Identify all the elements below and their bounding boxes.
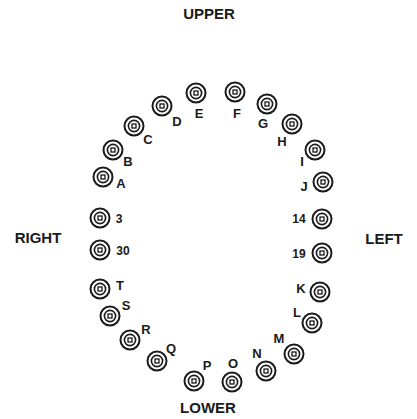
tooth-symbol	[257, 362, 276, 381]
tooth-letter: R	[141, 323, 150, 336]
tooth-symbol	[313, 244, 332, 263]
tooth-symbol	[94, 168, 113, 187]
tooth-symbol	[226, 83, 245, 102]
tooth-symbol	[91, 280, 110, 299]
tooth-symbol	[153, 97, 172, 116]
tooth-number: 3	[116, 213, 123, 225]
tooth-letter: S	[122, 299, 131, 312]
tooth-number: 30	[116, 245, 129, 257]
tooth-letter: Q	[166, 342, 176, 355]
tooth-letter: L	[293, 306, 301, 319]
tooth-symbol	[313, 210, 332, 229]
tooth-letter: P	[203, 359, 212, 372]
tooth-letter: H	[277, 135, 286, 148]
tooth-symbol	[306, 141, 325, 160]
tooth-number: 19	[292, 248, 305, 260]
side-heading: LEFT	[365, 231, 403, 246]
tooth-letter: N	[252, 347, 261, 360]
tooth-symbol	[258, 95, 277, 114]
tooth-letter: K	[296, 282, 305, 295]
tooth-symbol	[125, 117, 144, 136]
tooth-number: 14	[292, 213, 305, 225]
tooth-letter: D	[172, 115, 181, 128]
tooth-symbol	[303, 314, 322, 333]
tooth-letter: G	[258, 117, 268, 130]
tooth-letter: J	[300, 180, 307, 193]
tooth-letter: C	[143, 133, 152, 146]
tooth-symbol	[101, 307, 120, 326]
side-heading: UPPER	[183, 6, 235, 21]
tooth-letter: O	[228, 357, 238, 370]
tooth-symbol	[283, 115, 302, 134]
tooth-symbol	[121, 331, 140, 350]
tooth-symbol	[148, 352, 167, 371]
tooth-letter: F	[233, 107, 241, 120]
tooth-symbol	[91, 241, 110, 260]
tooth-symbol	[104, 141, 123, 160]
tooth-letter: M	[274, 332, 285, 345]
tooth-symbol	[91, 209, 110, 228]
tooth-letter: A	[116, 177, 125, 190]
tooth-letter: I	[300, 155, 304, 168]
tooth-letter: B	[123, 155, 132, 168]
tooth-symbol	[187, 84, 206, 103]
tooth-symbol	[285, 345, 304, 364]
tooth-letter: T	[116, 279, 124, 292]
tooth-symbol	[311, 283, 330, 302]
tooth-symbol	[314, 173, 333, 192]
side-heading: LOWER	[180, 400, 236, 415]
tooth-symbol	[223, 373, 242, 392]
side-heading: RIGHT	[15, 230, 62, 245]
tooth-letter: E	[195, 107, 204, 120]
tooth-symbol	[185, 372, 204, 391]
